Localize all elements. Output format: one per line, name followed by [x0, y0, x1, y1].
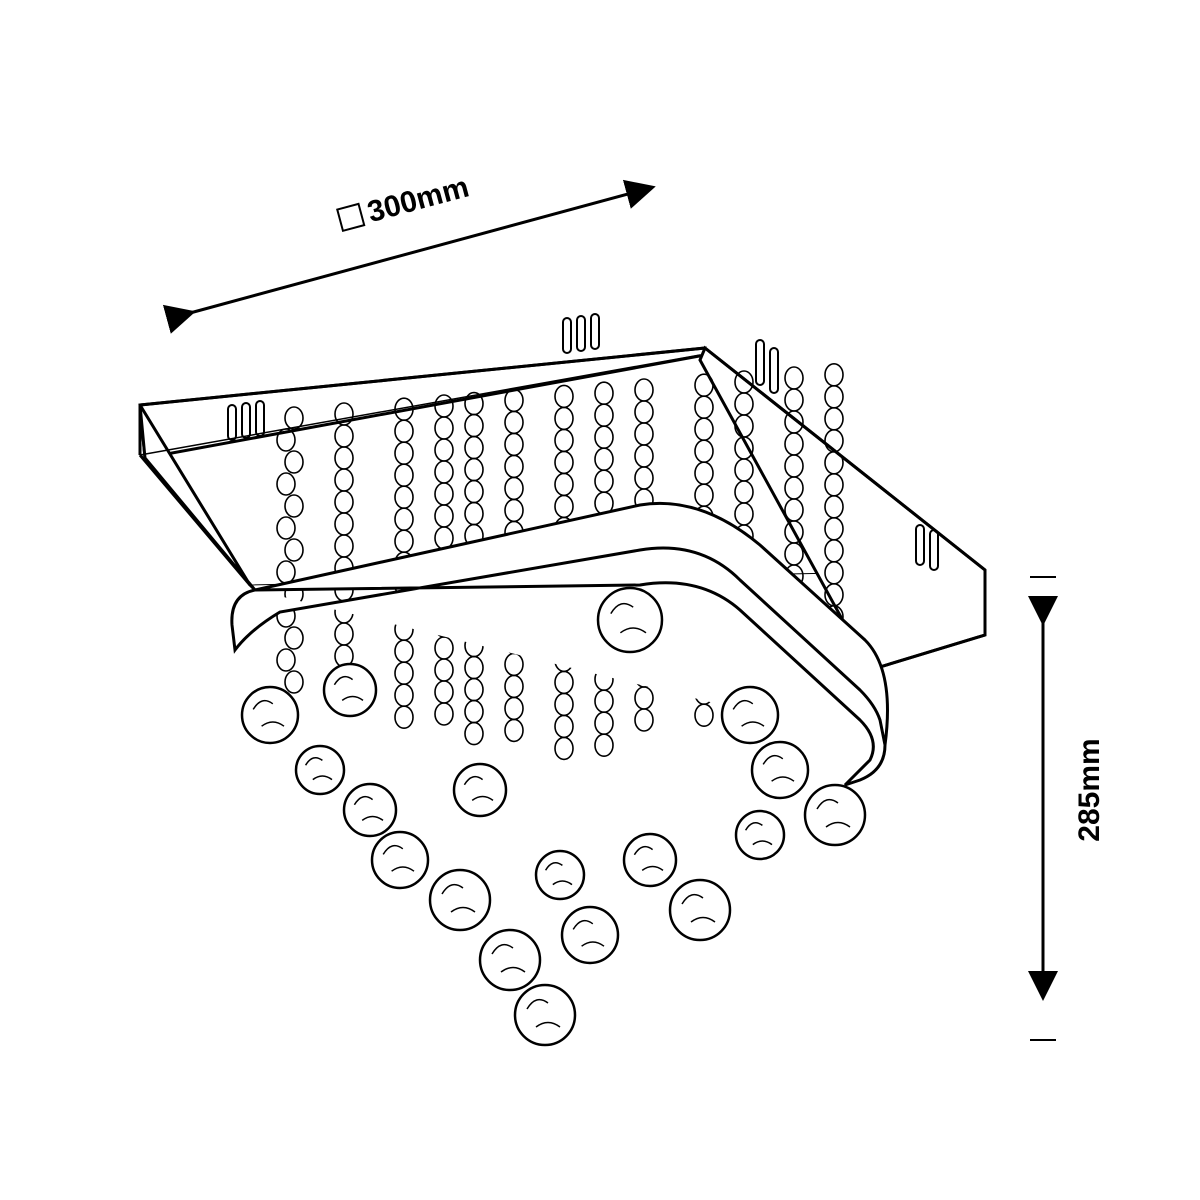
chain-link [554, 736, 574, 761]
crystal-ball [240, 685, 300, 745]
crystal-ball [803, 783, 867, 847]
chain-link [276, 472, 296, 496]
crystal-facet [816, 798, 851, 828]
crystal-facet [304, 756, 333, 781]
crystal-ball [734, 809, 786, 861]
crystal-ball [668, 878, 732, 942]
crystal-facet [526, 998, 561, 1028]
chain-link [504, 652, 524, 677]
chain-link [434, 702, 454, 726]
chain-link [334, 622, 354, 646]
chain-link [394, 661, 414, 686]
chain-link [394, 683, 414, 708]
chain-link [464, 721, 484, 746]
chain-link [284, 670, 304, 694]
crystal-ball [370, 830, 430, 890]
width-dimension-arrow [162, 179, 656, 334]
chain-link [634, 708, 654, 732]
crystal-facet [633, 845, 664, 872]
chain-link [504, 718, 524, 743]
chain-link [554, 692, 574, 717]
chain-link [554, 714, 574, 739]
chain-link [824, 362, 844, 387]
chain-link [276, 516, 296, 540]
crystal-ball [342, 782, 398, 838]
square-symbol-icon [336, 202, 366, 233]
crystal-ball [452, 762, 508, 818]
chain-link [464, 677, 484, 702]
chain-link [276, 428, 296, 452]
crystal-ring-frame [230, 501, 889, 787]
chain-link [434, 658, 454, 682]
chain-link [824, 406, 844, 431]
crystal-facet [732, 699, 765, 727]
crystal-ball [294, 744, 346, 796]
crystal-facet [463, 775, 494, 802]
crystal-ball [513, 983, 577, 1047]
crystal-ball [560, 905, 620, 965]
chain-link [824, 384, 844, 409]
crystal-ball [428, 868, 492, 932]
chain-link [394, 705, 414, 730]
crystal-facet [681, 893, 716, 923]
chain-link [284, 406, 304, 430]
height-dimension-label: 285mm [1073, 738, 1106, 842]
chain-link [434, 636, 454, 660]
chain-link [554, 670, 574, 695]
crystal-ball [322, 662, 378, 718]
chain-link [394, 639, 414, 664]
crystal-facet [572, 919, 605, 947]
crystal-facet [544, 861, 573, 886]
crystal-facet [744, 821, 773, 846]
chain-link [504, 674, 524, 699]
chain-link [784, 366, 804, 390]
crystal-facet [762, 754, 795, 782]
chain-link [464, 699, 484, 724]
crystal-balls [240, 586, 867, 1047]
crystal-facet [353, 795, 384, 822]
crystal-ball [478, 928, 542, 992]
crystal-facet [610, 602, 647, 634]
chain-link [284, 626, 304, 650]
chain-link [464, 655, 484, 680]
chain-link [284, 538, 304, 562]
crystal-ball [720, 685, 780, 745]
crystal-ball [622, 832, 678, 888]
chain-link [276, 648, 296, 672]
chain-link [694, 703, 714, 728]
crystal-facet [441, 883, 476, 913]
crystal-facet [333, 675, 364, 702]
vent-slots [227, 313, 939, 571]
chain-link [504, 696, 524, 721]
chain-link [434, 680, 454, 704]
crystal-facet [382, 844, 415, 872]
chain-link [284, 450, 304, 474]
crystal-ball [596, 586, 664, 654]
chain-link [784, 388, 804, 412]
crystal-ball [534, 849, 586, 901]
chain-link [594, 711, 614, 736]
crystal-facet [252, 699, 285, 727]
chain-link [594, 733, 614, 758]
chain-link [634, 686, 654, 710]
chain-link [594, 689, 614, 714]
crystal-ball [750, 740, 810, 800]
chain-link [284, 494, 304, 518]
crystal-facet [491, 943, 526, 973]
